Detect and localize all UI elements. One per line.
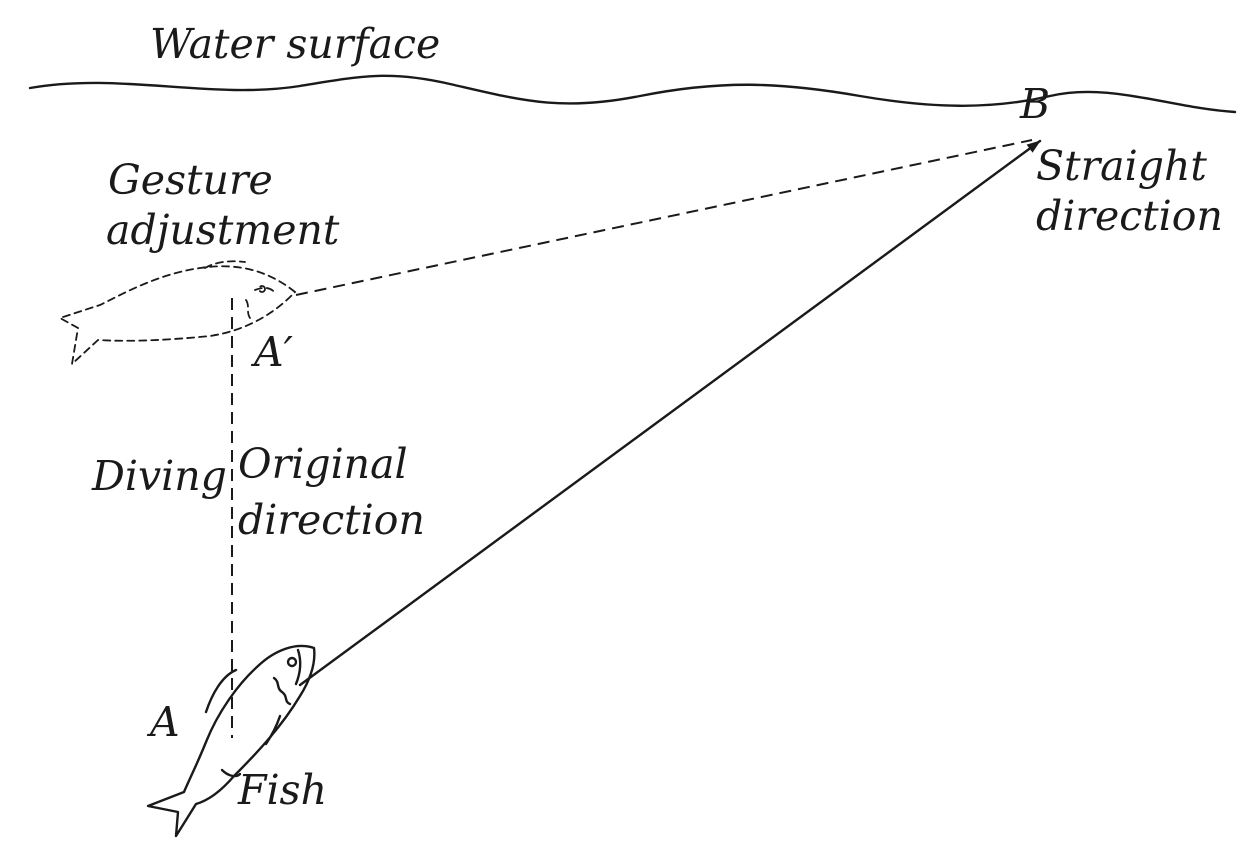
original-direction-label-line2: direction (238, 496, 425, 544)
gesture-adjustment-label-line2: adjustment (106, 206, 340, 254)
fish-icon (146, 644, 316, 838)
water-surface-label: Water surface (150, 20, 440, 68)
diving-label: Diving (91, 452, 227, 500)
gesture-adjustment-label-line1: Gesture (108, 156, 273, 204)
point-b-label: B (1019, 80, 1050, 128)
point-a-prime-label: A′ (250, 328, 294, 376)
water-surface-line (28, 74, 1237, 114)
straight-direction-label-line2: direction (1036, 192, 1223, 240)
straight-direction-label-line1: Straight (1036, 142, 1207, 190)
dashed-line-to-b (295, 139, 1033, 296)
point-a-label: A (146, 698, 180, 746)
straight-direction-arrow (298, 139, 1042, 687)
fish-label: Fish (237, 766, 327, 814)
ghost-fish-icon (57, 260, 297, 367)
original-direction-label-line1: Original (238, 440, 408, 488)
